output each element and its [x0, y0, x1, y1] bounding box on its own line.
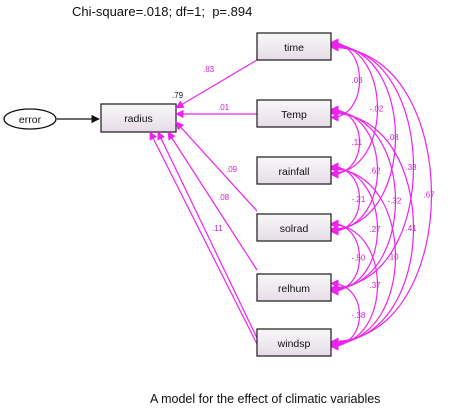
- predictor-node-relhum: relhum: [256, 273, 332, 302]
- covariance-value-temp-solrad: .62: [370, 167, 382, 176]
- covariance-labels: .83 .01 .09 .08 .11 .03 -.02 .08 .38 .67 .11 .62 -.3…: [203, 65, 435, 320]
- path-coef-solrad: .08: [218, 193, 230, 202]
- error-label: error: [19, 114, 42, 126]
- error-term: error: [3, 108, 57, 130]
- covariance-value-solrad-relhum: -.50: [352, 254, 366, 263]
- error-ellipse: [3, 108, 57, 130]
- covariance-value-rainfall-windsp: .10: [388, 253, 400, 262]
- outcome-node-radius: radius .79: [100, 91, 184, 133]
- covariance-value-rainfall-solrad: -.21: [352, 195, 366, 204]
- covariance-relhum-windsp: [330, 279, 361, 351]
- covariance-value-time-rainfall: -.02: [370, 105, 384, 114]
- path-arrow-rainfall: [175, 121, 258, 212]
- regression-paths: [149, 59, 258, 345]
- rainfall-label: rainfall: [279, 166, 310, 178]
- covariance-value-time-relhum: .38: [406, 163, 418, 172]
- covariance-rainfall-windsp: [330, 164, 396, 349]
- rainfall-box: [256, 156, 332, 185]
- path-arrow-windsp: [149, 131, 258, 345]
- solrad-label: solrad: [280, 223, 309, 235]
- covariance-value-temp-relhum: -.32: [388, 197, 402, 206]
- predictor-node-solrad: solrad: [256, 213, 332, 242]
- covariance-value-temp-rainfall: .11: [352, 138, 363, 147]
- radius-label: radius: [124, 113, 153, 125]
- covariance-time-solrad: [330, 40, 396, 234]
- covariance-arcs: [330, 38, 433, 351]
- windsp-label: windsp: [277, 338, 311, 350]
- path-arrow-time: [175, 59, 258, 109]
- path-arrow-relhum: [157, 131, 258, 339]
- covariance-temp-relhum: [330, 107, 396, 294]
- windsp-box: [256, 328, 332, 357]
- predictor-node-temp: Temp: [256, 99, 332, 128]
- temp-label: Temp: [281, 109, 307, 121]
- time-box: [256, 32, 332, 61]
- covariance-value-time-temp: .03: [352, 76, 364, 85]
- predictor-node-windsp: windsp: [256, 328, 332, 357]
- path-coef-relhum: .11: [212, 224, 223, 233]
- covariance-value-relhum-windsp: -.38: [352, 311, 366, 320]
- covariance-time-relhum: [330, 41, 415, 293]
- covariance-value-time-solrad: .08: [388, 133, 400, 142]
- relhum-box: [256, 273, 332, 302]
- figure-caption: A model for the effect of climatic varia…: [150, 392, 381, 406]
- covariance-value-temp-windsp: .41: [406, 224, 418, 233]
- path-coef-temp: .01: [218, 103, 230, 112]
- covariance-solrad-windsp: [330, 220, 379, 350]
- path-coef-time: .83: [203, 65, 215, 74]
- solrad-box: [256, 213, 332, 242]
- covariance-value-solrad-windsp: .37: [370, 281, 382, 290]
- relhum-label: relhum: [278, 283, 310, 295]
- covariance-temp-windsp: [330, 108, 415, 348]
- covariance-time-windsp: [330, 43, 433, 346]
- temp-box: [256, 99, 332, 128]
- predictor-node-time: time: [256, 32, 332, 61]
- time-label: time: [284, 42, 304, 54]
- radius-r-squared: .79: [172, 91, 184, 100]
- predictor-node-rainfall: rainfall: [256, 156, 332, 185]
- fit-statistics-header: Chi-square=.018; df=1; p=.894: [72, 4, 253, 19]
- path-coef-rainfall: .09: [226, 165, 238, 174]
- covariance-value-time-windsp: .67: [424, 191, 436, 200]
- path-arrow-solrad: [167, 131, 258, 271]
- covariance-value-rainfall-relhum: .27: [370, 225, 382, 234]
